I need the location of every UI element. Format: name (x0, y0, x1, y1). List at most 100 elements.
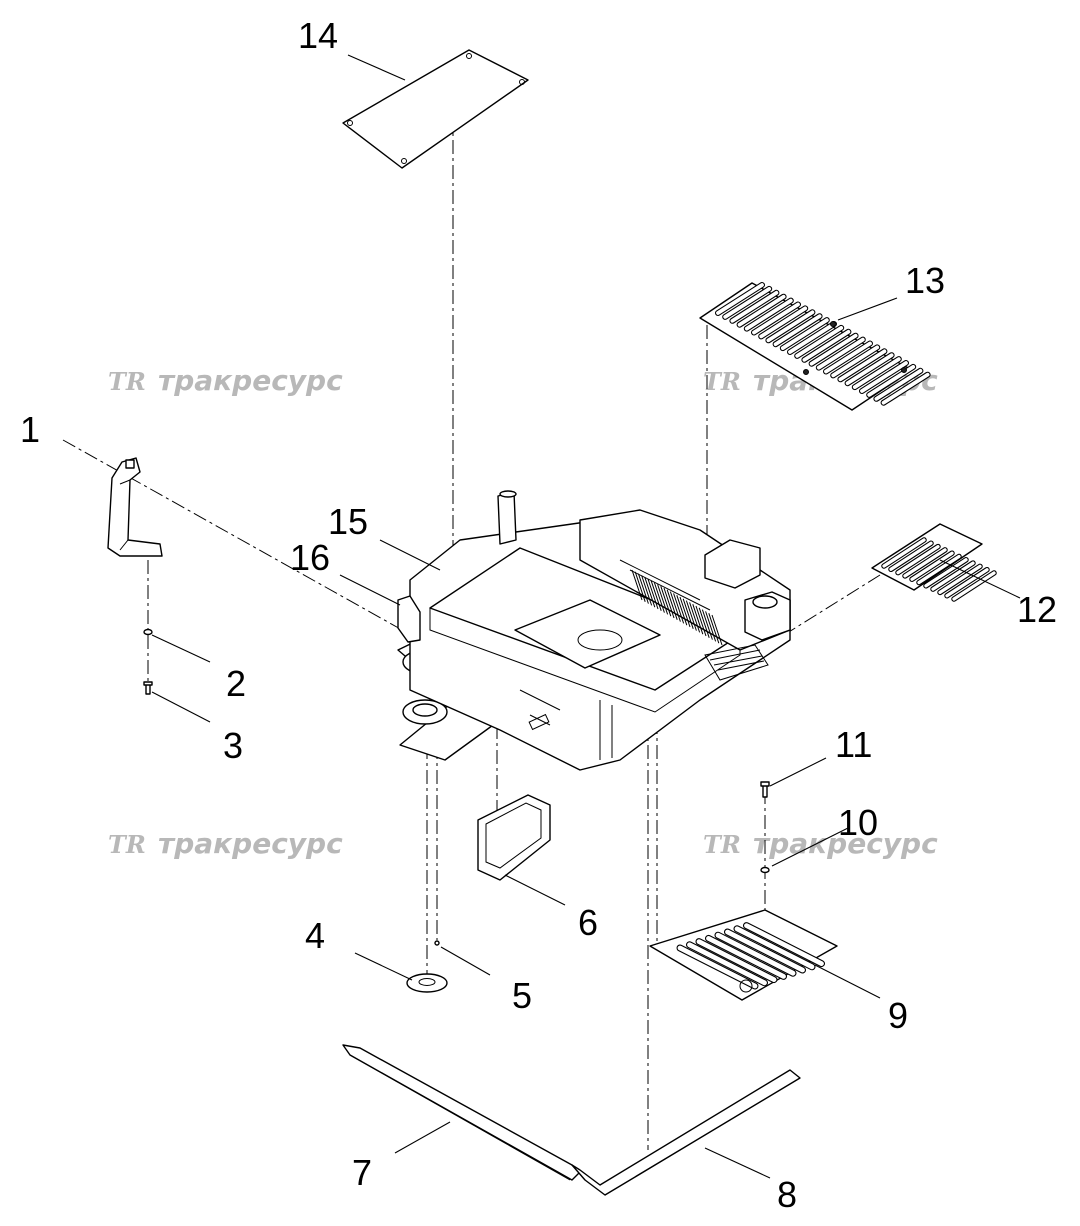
grille-slot-inner (788, 322, 836, 354)
grille-slot-inner (889, 541, 933, 571)
watermark-text: тракресурс (158, 827, 343, 860)
callout-5: 5 (512, 975, 532, 1016)
frame-rib (698, 607, 710, 638)
part-3-bolt (143, 681, 153, 695)
frame-rib (647, 578, 659, 610)
grille-slot-inner (677, 945, 758, 989)
frame-rib (634, 571, 646, 602)
grille-slot-inner (931, 561, 975, 591)
grille-slot-inner (845, 353, 894, 386)
main-frame (397, 490, 791, 771)
part-9-grille-plate (649, 909, 838, 1001)
frame-rib (679, 596, 691, 628)
frame-rib (663, 587, 675, 619)
watermark-logo: TR (108, 367, 146, 396)
callout-labels: 1 2 3 4 5 6 7 8 9 10 11 12 13 14 15 16 (20, 15, 1057, 1215)
callout-6: 6 (578, 902, 598, 943)
grille-slot-inner (903, 548, 947, 578)
grille-slot-inner (715, 932, 796, 976)
part-5-pin (434, 940, 440, 946)
watermark-text: тракресурс (753, 827, 938, 860)
grille-slot-inner (917, 554, 961, 585)
grille-slot-inner (773, 314, 822, 347)
frame-rib (673, 593, 685, 624)
watermark-text: тракресурс (158, 364, 343, 397)
grille-slot-inner (716, 283, 764, 315)
callout-9: 9 (888, 995, 908, 1036)
leader-lines (151, 54, 1021, 1179)
frame-rib (708, 613, 720, 644)
grille-slot-inner (852, 357, 901, 390)
frame-rib (685, 600, 697, 631)
callout-2: 2 (226, 663, 246, 704)
grille-slot-inner (734, 926, 815, 970)
frame-rib (705, 611, 717, 642)
callout-8: 8 (777, 1174, 797, 1215)
grille-slot-inner (924, 558, 968, 588)
frame-rib (701, 609, 713, 640)
grille-slot-inner (831, 345, 880, 378)
watermark-bottom-right: TR тракресурс (703, 827, 938, 860)
callout-4: 4 (305, 915, 325, 956)
frame-rib (676, 595, 688, 626)
grille-slot-inner (882, 538, 926, 568)
part-11-bolt (760, 781, 770, 798)
grille-slot-inner (824, 341, 872, 374)
grille-slot-inner (945, 568, 989, 598)
grille-slot-inner (780, 318, 829, 351)
callout-10: 10 (838, 802, 878, 843)
watermark-logo: TR (108, 830, 146, 859)
part-6-seal (477, 794, 551, 881)
callout-3: 3 (223, 725, 243, 766)
grille-slot-inner (723, 286, 772, 319)
callout-11: 11 (835, 724, 872, 765)
watermark-logo: TR (703, 830, 741, 859)
frame-rib (711, 614, 723, 646)
grille-slot-inner (725, 929, 805, 973)
frame-rib (650, 580, 662, 611)
frame-rib (695, 605, 707, 637)
grille-slot-inner (759, 306, 808, 339)
grille-slot-inner (744, 298, 793, 331)
frame-rib (660, 586, 672, 617)
part-7-skirt (342, 1044, 581, 1181)
watermark-bottom-left: TR тракресурс (108, 827, 343, 860)
frame-rib (666, 589, 678, 620)
grille-slot-inner (752, 302, 800, 335)
part-13-grille-plate (699, 282, 931, 411)
part-10-washer (760, 866, 770, 874)
frame-rib (669, 591, 681, 622)
callout-15: 15 (328, 501, 368, 542)
callout-13: 13 (905, 260, 945, 301)
grille-slot-inner (795, 325, 844, 358)
part-4-washer (406, 973, 448, 993)
callout-14: 14 (298, 15, 338, 56)
grille-slot-inner (910, 551, 954, 581)
grille-slot-inner (860, 361, 908, 393)
frame-rib (637, 573, 649, 604)
frame-rib (657, 584, 669, 615)
grille-slot-inner (938, 564, 982, 595)
grille-slot-inner (766, 310, 815, 343)
grille-slot-inner (706, 936, 786, 979)
part-1-bracket (107, 457, 163, 557)
grille-slot-inner (952, 571, 996, 601)
watermark-top-left: TR тракресурс (108, 364, 343, 397)
watermark-logo: TR (703, 367, 741, 396)
callout-7: 7 (352, 1152, 372, 1193)
frame-rib (641, 575, 653, 606)
grille-slot-inner (802, 329, 851, 362)
callout-16: 16 (290, 537, 330, 578)
frame-rib (692, 604, 704, 635)
frame-rib (653, 582, 665, 613)
frame-rib (631, 569, 643, 601)
grille-slot-inner (744, 923, 824, 966)
grille-slot-inner (838, 349, 887, 382)
part-14-cover-plate (342, 49, 529, 169)
grille-slot-inner (874, 368, 923, 401)
callout-12: 12 (1017, 589, 1057, 630)
callout-1: 1 (20, 409, 40, 450)
part-12-grille-plate (871, 523, 997, 602)
grille-slot-inner (737, 294, 786, 327)
